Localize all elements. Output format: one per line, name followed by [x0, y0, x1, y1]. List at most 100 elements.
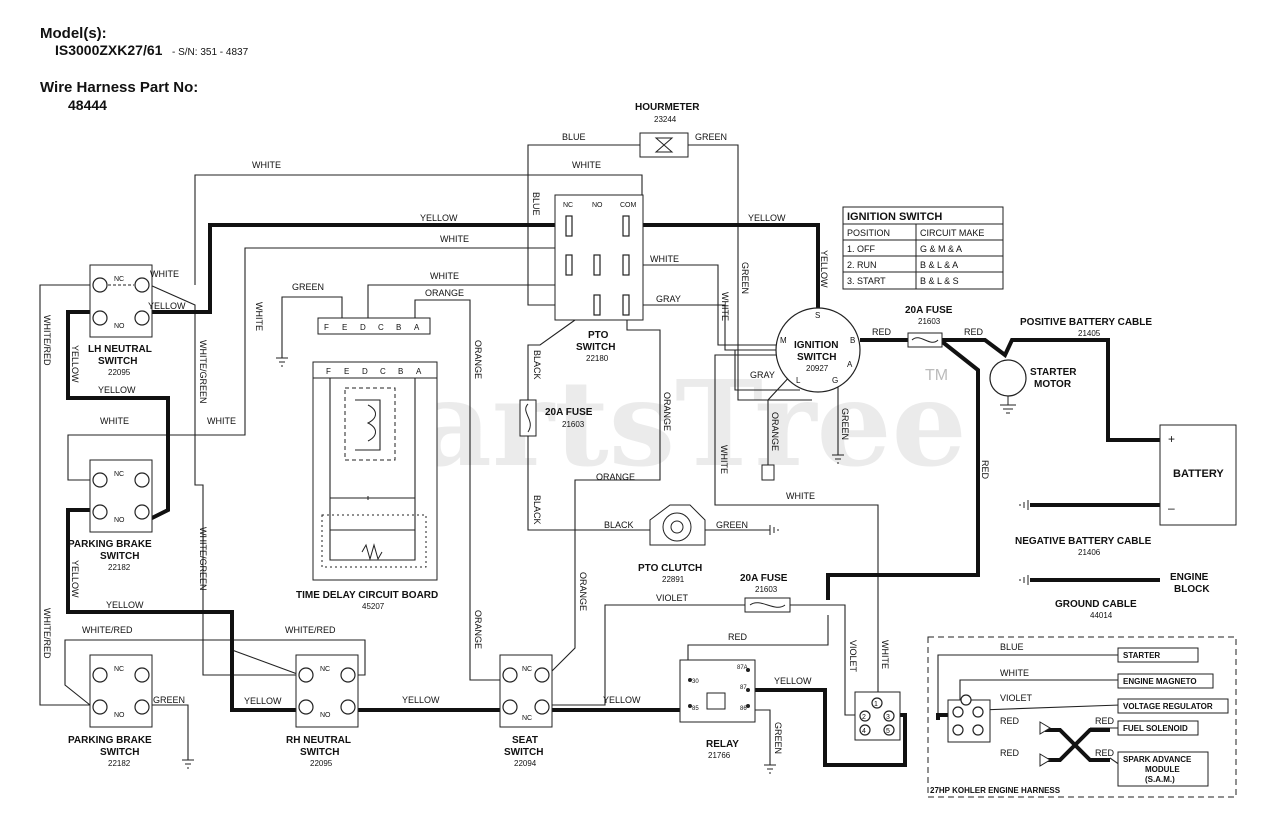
pto-fuse-label: 20A FUSE [545, 407, 593, 418]
battery: + – BATTERY [1159, 424, 1237, 526]
table-make: G & M & A [920, 244, 962, 254]
wire-label: RED [1095, 748, 1115, 758]
wire-label: GREEN [695, 132, 727, 142]
table-make: B & L & S [920, 276, 959, 286]
engine-block-1: ENGINE [1170, 572, 1209, 583]
pto-switch-pn: 22180 [586, 354, 609, 363]
wire-label: WHITE [720, 292, 730, 321]
pto-clutch-label: PTO CLUTCH [638, 563, 702, 574]
main-fuse-pn: 21603 [918, 317, 941, 326]
table-make: B & L & A [920, 260, 958, 270]
wire-label: WHITE [880, 640, 890, 669]
parking-brake-switch-2: NC NO PARKING BRAKE SWITCH 22182 [68, 654, 153, 768]
harness-number: 48444 [68, 97, 107, 113]
table-pos: 2. RUN [847, 260, 877, 270]
lh-neutral-label-2: SWITCH [98, 356, 137, 367]
pto-contact [622, 215, 630, 237]
board-term: B [398, 367, 403, 376]
neg-cable-pn: 21406 [1078, 548, 1101, 557]
wire-label: YELLOW [748, 213, 786, 223]
engine-block-2: BLOCK [1174, 584, 1210, 595]
wire-label: YELLOW [420, 213, 458, 223]
wire-label: BLUE [531, 192, 541, 216]
wire-label: VIOLET [1000, 693, 1033, 703]
pto-switch: NC NO COM PTO SWITCH 22180 [554, 194, 644, 363]
wire-label: YELLOW [106, 600, 144, 610]
seat-switch-label-2: SWITCH [504, 747, 543, 758]
wire-label: WHITE/RED [42, 608, 52, 659]
starter-motor: STARTER MOTOR [989, 359, 1077, 414]
relay-term: 85 [692, 706, 699, 712]
kohler-out-starter: STARTER [1123, 651, 1160, 660]
parking-brake-label-1: PARKING BRAKE [68, 539, 152, 550]
wire-label: WHITE [207, 416, 236, 426]
board-term: A [416, 367, 422, 376]
ign-term-b: B [850, 336, 855, 345]
wire-label: WHITE [254, 302, 264, 331]
parking-brake-label-2: SWITCH [100, 551, 139, 562]
wire-label: GRAY [750, 370, 775, 380]
wire-label: WHITE/GREEN [198, 527, 208, 591]
ignition-table: IGNITION SWITCH POSITION CIRCUIT MAKE 1.… [842, 206, 1004, 290]
relay-term: 87 [740, 685, 747, 691]
pto-clutch-pn: 22891 [662, 575, 685, 584]
relay-fuse-pn: 21603 [755, 585, 778, 594]
ground-icons [182, 357, 844, 774]
rh-neutral-switch: NC NO RH NEUTRAL SWITCH 22095 [286, 654, 359, 768]
wire-label: ORANGE [425, 288, 464, 298]
rh-neutral-pn: 22095 [310, 759, 333, 768]
wire-label: WHITE [719, 445, 729, 474]
board-terminals: F E D C B A F E D C B A [324, 323, 422, 376]
switch-no: NO [320, 712, 331, 719]
wire-label: ORANGE [662, 392, 672, 431]
parking-brake-switch-1: NC NO PARKING BRAKE SWITCH 22182 [68, 459, 153, 572]
board-term: C [380, 367, 386, 376]
switch-nc: NC [114, 276, 124, 283]
ign-term-m: M [780, 336, 787, 345]
wire-label: ORANGE [770, 412, 780, 451]
pto-term-nc: NC [563, 202, 573, 209]
lh-neutral-switch: NC NO LH NEUTRAL SWITCH 22095 [88, 264, 153, 377]
plug-pin: 5 [886, 728, 890, 735]
battery-label: BATTERY [1173, 468, 1224, 480]
relay: 30 87A 87 85 86 RELAY 21766 [679, 659, 756, 760]
wire-label: YELLOW [603, 695, 641, 705]
orange-connector [761, 464, 775, 481]
ignition-table-col1: POSITION [847, 228, 890, 238]
pto-contact [593, 254, 601, 276]
wire-label: BLACK [532, 495, 542, 525]
wire-label: VIOLET [848, 640, 858, 673]
wire-label: WHITE/RED [42, 315, 52, 366]
relay-fuse-label: 20A FUSE [740, 573, 788, 584]
pto-fuse-body [519, 399, 537, 437]
parking-brake-2-label-2: SWITCH [100, 747, 139, 758]
hourmeter: HOURMETER 23244 [635, 102, 700, 158]
ground-cable-label: GROUND CABLE [1055, 599, 1137, 610]
model-number: IS3000ZXK27/61 [55, 42, 163, 58]
wire-label: WHITE [430, 271, 459, 281]
engine-plug: 1 2 3 4 5 [854, 691, 901, 741]
kohler-out-fuel: FUEL SOLENOID [1123, 724, 1188, 733]
board-term: E [342, 323, 347, 332]
switch-nc: NC [320, 666, 330, 673]
pto-switch-label-2: SWITCH [576, 342, 615, 353]
wire-label: YELLOW [402, 695, 440, 705]
board-term: E [344, 367, 349, 376]
board-term: B [396, 323, 401, 332]
rh-neutral-label-2: SWITCH [300, 747, 339, 758]
ign-term-a: A [847, 360, 853, 369]
ignition-label-1: IGNITION [794, 340, 838, 351]
ignition-pn: 20927 [806, 364, 829, 373]
table-pos: 3. START [847, 276, 886, 286]
ignition-switch: IGNITION SWITCH 20927 S B M L A G [775, 307, 861, 393]
ignition-table-col2: CIRCUIT MAKE [920, 228, 984, 238]
kohler-out-sam: SPARK ADVANCE [1123, 755, 1192, 764]
relay-label: RELAY [706, 739, 739, 750]
rh-neutral-label-1: RH NEUTRAL [286, 735, 351, 746]
wire-label: YELLOW [244, 696, 282, 706]
switch-no: NO [114, 323, 125, 330]
wire-label: RED [872, 327, 892, 337]
pto-contact [622, 294, 630, 316]
wire-label: YELLOW [819, 250, 829, 288]
wire-label: WHITE [572, 160, 601, 170]
